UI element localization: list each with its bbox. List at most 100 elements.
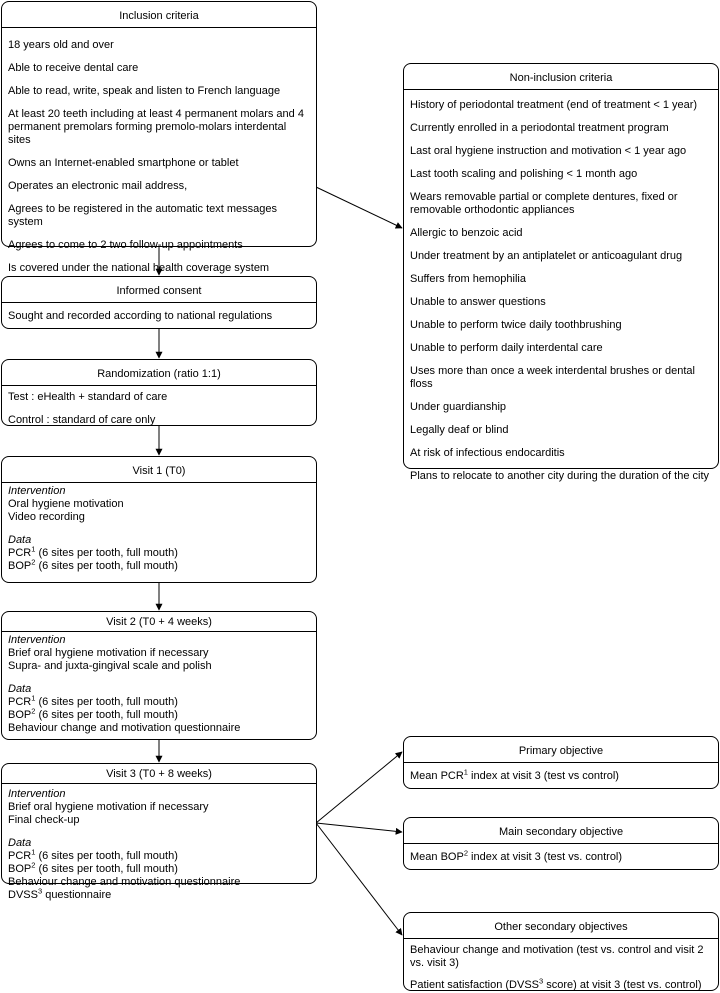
primary-objective-title: Primary objective xyxy=(404,737,718,763)
bop-detail: (6 sites per tooth, full mouth) xyxy=(35,863,178,875)
footnote-3: 3 xyxy=(539,976,544,986)
pcr-detail: (6 sites per tooth, full mouth) xyxy=(35,696,178,708)
primary-objective-text: Mean PCR1 index at visit 3 (test vs cont… xyxy=(410,767,712,783)
inclusion-criteria-list: 18 years old and over Able to receive de… xyxy=(2,28,316,275)
footnote-1: 1 xyxy=(463,767,468,777)
visit1-bop-line: BOP2 (6 sites per tooth, full mouth) xyxy=(8,557,310,573)
arrow-inclusion-to-non-inclusion xyxy=(315,186,403,229)
non-inclusion-item: Last oral hygiene instruction and motiva… xyxy=(410,145,687,157)
primary-objective-prefix: Mean PCR xyxy=(410,770,464,782)
non-inclusion-criteria-title: Non-inclusion criteria xyxy=(404,64,718,90)
informed-consent-body: Sought and recorded according to nationa… xyxy=(2,310,316,323)
footnote-2: 2 xyxy=(31,706,36,716)
inclusion-item: Agrees to be registered in the automatic… xyxy=(8,203,278,228)
visit2-bop-line: BOP2 (6 sites per tooth, full mouth) xyxy=(8,706,310,722)
main-secondary-objective-box: Main secondary objective Mean BOP2 index… xyxy=(403,817,719,870)
non-inclusion-item: Legally deaf or blind xyxy=(410,424,509,436)
footnote-1: 1 xyxy=(31,847,36,857)
footnote-2: 2 xyxy=(463,848,468,858)
visit3-data-label: Data xyxy=(8,837,32,849)
satisfaction-prefix: Patient satisfaction (DVSS xyxy=(410,979,540,991)
main-secondary-objective-title: Main secondary objective xyxy=(404,818,718,844)
non-inclusion-item: Plans to relocate to another city during… xyxy=(410,470,710,482)
visit1-intervention-item: Oral hygiene motivation xyxy=(8,498,124,510)
arrow-visit3-to-other-secondary xyxy=(315,822,403,936)
other-secondary-item: Behaviour change and motivation (test vs… xyxy=(410,944,704,969)
randomization-test-arm: Test : eHealth + standard of care xyxy=(8,391,168,403)
inclusion-item: Operates an electronic mail address, xyxy=(8,180,188,192)
inclusion-item: At least 20 teeth including at least 4 p… xyxy=(8,108,304,146)
main-secondary-objective-text: Mean BOP2 index at visit 3 (test vs. con… xyxy=(410,848,712,864)
visit2-questionnaire: Behaviour change and motivation question… xyxy=(8,722,241,734)
inclusion-item: 18 years old and over xyxy=(8,39,114,51)
non-inclusion-item: Uses more than once a week interdental b… xyxy=(410,365,695,390)
primary-objective-suffix: index at visit 3 (test vs control) xyxy=(467,770,619,782)
non-inclusion-item: Allergic to benzoic acid xyxy=(410,227,523,239)
bop-detail: (6 sites per tooth, full mouth) xyxy=(35,709,178,721)
inclusion-criteria-box: Inclusion criteria 18 years old and over… xyxy=(1,1,317,274)
bop-detail: (6 sites per tooth, full mouth) xyxy=(35,560,178,572)
visit2-box: Visit 2 (T0 + 4 weeks) Intervention Brie… xyxy=(1,611,317,740)
pcr-detail: (6 sites per tooth, full mouth) xyxy=(35,547,178,559)
bop-abbrev: BOP xyxy=(8,709,32,721)
other-secondary-objectives-box: Other secondary objectives Behaviour cha… xyxy=(403,912,719,991)
non-inclusion-item: Unable to perform twice daily toothbrush… xyxy=(410,319,622,331)
visit2-body: Intervention Brief oral hygiene motivati… xyxy=(2,632,316,735)
visit1-title: Visit 1 (T0) xyxy=(2,457,316,483)
visit2-intervention-label: Intervention xyxy=(8,634,66,646)
randomization-box: Randomization (ratio 1:1) Test : eHealth… xyxy=(1,359,317,426)
visit3-bop-line: BOP2 (6 sites per tooth, full mouth) xyxy=(8,860,310,876)
arrow-visit3-to-primary xyxy=(315,751,403,824)
footnote-2: 2 xyxy=(31,860,36,870)
bop-abbrev: BOP xyxy=(8,560,32,572)
randomization-title: Randomization (ratio 1:1) xyxy=(2,360,316,386)
visit3-intervention-item: Final check-up xyxy=(8,814,80,826)
randomization-control-arm: Control : standard of care only xyxy=(8,414,156,426)
dvss-detail: questionnaire xyxy=(42,889,112,901)
visit2-title: Visit 2 (T0 + 4 weeks) xyxy=(2,612,316,632)
non-inclusion-item: Currently enrolled in a periodontal trea… xyxy=(410,122,669,134)
satisfaction-suffix: score) at visit 3 (test vs. control) xyxy=(543,979,702,991)
visit2-intervention-item: Supra- and juxta-gingival scale and poli… xyxy=(8,660,212,672)
visit1-intervention-label: Intervention xyxy=(8,485,66,497)
informed-consent-text: Sought and recorded according to nationa… xyxy=(8,310,273,322)
other-secondary-objectives-title: Other secondary objectives xyxy=(404,913,718,939)
randomization-body: Test : eHealth + standard of care Contro… xyxy=(2,391,316,427)
visit3-questionnaire: Behaviour change and motivation question… xyxy=(8,876,241,888)
visit2-pcr-line: PCR1 (6 sites per tooth, full mouth) xyxy=(8,693,310,709)
visit1-box: Visit 1 (T0) Intervention Oral hygiene m… xyxy=(1,456,317,583)
visit1-intervention-item: Video recording xyxy=(8,511,85,523)
dvss-abbrev: DVSS xyxy=(8,889,38,901)
bop-abbrev: BOP xyxy=(8,863,32,875)
arrow-visit3-to-main-secondary xyxy=(315,822,403,835)
footnote-1: 1 xyxy=(31,693,36,703)
inclusion-criteria-title: Inclusion criteria xyxy=(2,2,316,28)
non-inclusion-item: Under treatment by an antiplatelet or an… xyxy=(410,250,683,262)
visit3-body: Intervention Brief oral hygiene motivati… xyxy=(2,784,316,902)
non-inclusion-item: Last tooth scaling and polishing < 1 mon… xyxy=(410,168,638,180)
visit1-pcr-line: PCR1 (6 sites per tooth, full mouth) xyxy=(8,545,310,560)
non-inclusion-item: History of periodontal treatment (end of… xyxy=(410,99,698,111)
inclusion-item: Able to receive dental care xyxy=(8,62,139,74)
visit2-intervention-item: Brief oral hygiene motivation if necessa… xyxy=(8,647,209,659)
informed-consent-title: Informed consent xyxy=(2,277,316,303)
main-secondary-objective-body: Mean BOP2 index at visit 3 (test vs. con… xyxy=(404,848,718,864)
main-secondary-prefix: Mean BOP xyxy=(410,851,464,863)
visit2-data-label: Data xyxy=(8,683,32,695)
non-inclusion-item: Unable to perform daily interdental care xyxy=(410,342,603,354)
visit1-data-label: Data xyxy=(8,534,32,546)
pcr-abbrev: PCR xyxy=(8,547,32,559)
inclusion-item: Is covered under the national health cov… xyxy=(8,262,270,274)
non-inclusion-criteria-list: History of periodontal treatment (end of… xyxy=(404,90,718,483)
non-inclusion-criteria-box: Non-inclusion criteria History of period… xyxy=(403,63,719,482)
visit3-intervention-label: Intervention xyxy=(8,788,66,800)
pcr-detail: (6 sites per tooth, full mouth) xyxy=(35,850,178,862)
non-inclusion-item: Suffers from hemophilia xyxy=(410,273,526,285)
visit3-pcr-line: PCR1 (6 sites per tooth, full mouth) xyxy=(8,847,310,863)
inclusion-item: Owns an Internet-enabled smartphone or t… xyxy=(8,157,239,169)
visit3-title: Visit 3 (T0 + 8 weeks) xyxy=(2,764,316,784)
footnote-2: 2 xyxy=(31,557,36,567)
visit1-body: Intervention Oral hygiene motivation Vid… xyxy=(2,483,316,573)
other-secondary-objectives-body: Behaviour change and motivation (test vs… xyxy=(404,944,718,992)
non-inclusion-item: Under guardianship xyxy=(410,401,507,413)
